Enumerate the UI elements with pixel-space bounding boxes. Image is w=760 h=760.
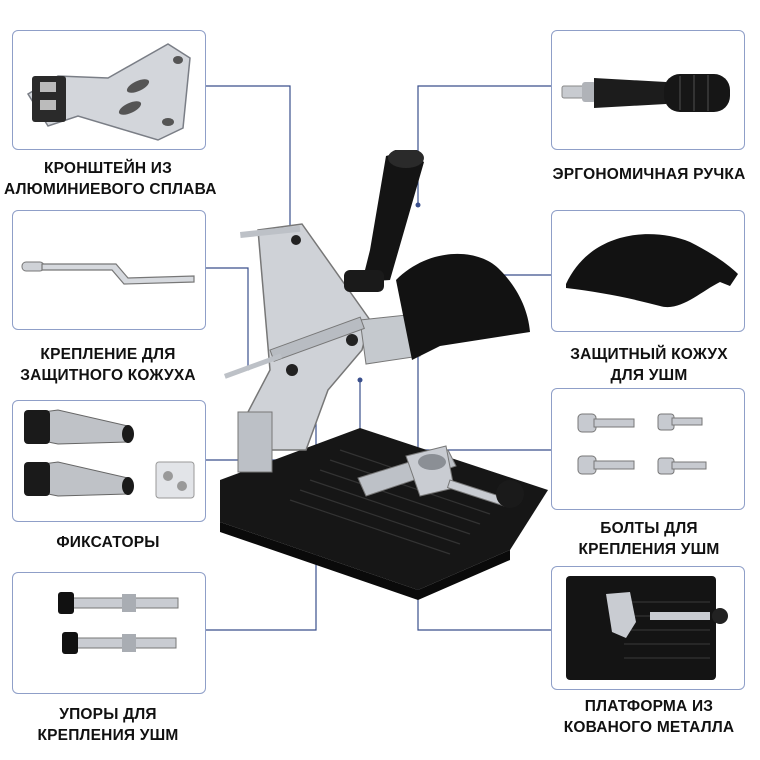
bracket-part-image: [26, 43, 191, 141]
guard-mount-part-image: [21, 261, 195, 285]
guard-part-image: [566, 234, 738, 308]
stops-card: [12, 572, 206, 694]
bolts-card: [551, 388, 745, 510]
handle-label: ЭРГОНОМИЧНАЯ РУЧКА: [552, 166, 746, 183]
handle-part-image: [561, 74, 730, 112]
angle-grinder-stand-image: [220, 150, 548, 600]
stops-part-image: [58, 592, 179, 654]
leader-guard-mount: [206, 267, 249, 368]
clamps-part-image: [24, 409, 195, 499]
platform-part-image: [566, 576, 728, 680]
bolts-part-image: [577, 413, 707, 475]
clamps-label: ФИКСАТОРЫ: [56, 534, 160, 551]
leader-bracket: [206, 85, 291, 282]
